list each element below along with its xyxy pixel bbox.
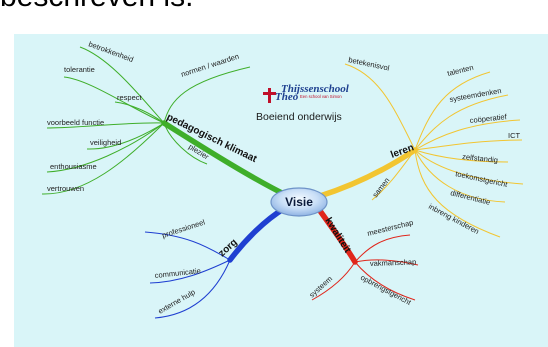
leaf-tolerantie: tolerantie xyxy=(64,65,95,74)
leaf-enthousiasme: enthousiasme xyxy=(50,162,97,171)
main-branch-line xyxy=(317,147,418,199)
center-node: Visie xyxy=(270,187,328,217)
leaf-voorbeeld-functie: voorbeeld functie xyxy=(47,118,104,127)
leaf-lines xyxy=(311,234,419,301)
leaf-lines xyxy=(144,231,231,319)
logo-cross-icon xyxy=(263,88,276,103)
leaf-vakmanschap: vakmanschap xyxy=(370,257,417,268)
logo-school: Thijssenschool xyxy=(281,83,350,95)
leaf-zelfstandig: zelfstandig xyxy=(462,152,499,165)
logo-theo: Theo xyxy=(275,91,299,103)
leaf-ict: ICT xyxy=(508,131,521,140)
leaf-respect: respect xyxy=(117,93,143,102)
leaf-lines xyxy=(41,46,251,195)
subtitle-boeiend-onderwijs: Boeiend onderwijs xyxy=(256,111,342,123)
caption-text: beschreven is. xyxy=(0,0,193,14)
main-branch-line xyxy=(315,205,358,265)
leaf-cooperatief: coöperatief xyxy=(469,112,508,125)
leaf-vertrouwen: vertrouwen xyxy=(47,184,84,193)
center-bubble xyxy=(270,187,328,217)
logo-tagline: Een school van Simon xyxy=(300,94,342,99)
center-label: Visie xyxy=(285,195,313,209)
main-branch-line xyxy=(161,120,291,199)
leaf-veiligheid: veiligheid xyxy=(90,138,121,147)
school-logo: Theo Thijssenschool Een school van Simon xyxy=(263,83,350,103)
leaf-lines xyxy=(344,63,524,238)
